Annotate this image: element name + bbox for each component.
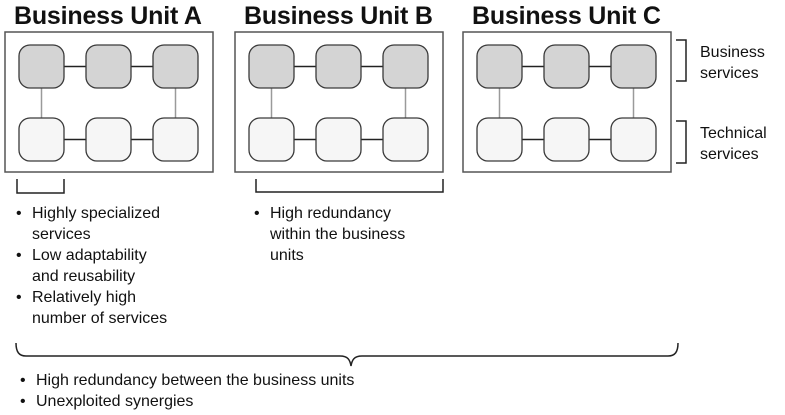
business-service-node: [610, 44, 657, 89]
note-text: Highly specialized services: [32, 205, 161, 243]
overall-notes: High redundancy between the business uni…: [18, 370, 518, 412]
all-units-brace: [15, 342, 679, 367]
unit-c-title: Business Unit C: [472, 2, 661, 30]
business-service-node: [85, 44, 132, 89]
note-item: Relatively high number of services: [14, 287, 214, 329]
technical-service-node: [315, 117, 362, 162]
business-services-label: Business services: [700, 44, 765, 82]
unit-a-notes: Highly specialized services Low adaptabi…: [14, 203, 214, 329]
technical-service-node: [610, 117, 657, 162]
technical-service-node: [85, 117, 132, 162]
unit-a-title: Business Unit A: [14, 2, 202, 30]
note-text: Unexploited synergies: [36, 393, 194, 410]
note-text: High redundancy between the business uni…: [36, 372, 355, 389]
business-service-node: [248, 44, 295, 89]
technical-service-node: [476, 117, 523, 162]
unit-c-panel: [462, 31, 672, 173]
note-item: Unexploited synergies: [18, 391, 518, 412]
business-service-node: [476, 44, 523, 89]
unit-b-panel: [234, 31, 444, 173]
technical-service-node: [18, 117, 65, 162]
unit-a-panel: [4, 31, 214, 173]
business-services-bracket: [676, 39, 687, 82]
business-service-node: [152, 44, 199, 89]
technical-service-node: [382, 117, 429, 162]
business-service-node: [382, 44, 429, 89]
note-text: Relatively high number of services: [32, 289, 168, 327]
technical-service-node: [543, 117, 590, 162]
unit-b-title: Business Unit B: [244, 2, 433, 30]
note-item: Highly specialized services: [14, 203, 214, 245]
note-text: High redundancy within the business unit…: [270, 205, 406, 264]
technical-service-node: [152, 117, 199, 162]
business-service-node: [18, 44, 65, 89]
note-item: High redundancy within the business unit…: [252, 203, 452, 266]
unit-a-column-bracket: [16, 179, 65, 194]
unit-panels: [4, 31, 672, 173]
business-service-node: [543, 44, 590, 89]
note-item: Low adaptability and reusability: [14, 245, 214, 287]
unit-b-bracket: [255, 179, 444, 193]
note-item: High redundancy between the business uni…: [18, 370, 518, 391]
business-service-node: [315, 44, 362, 89]
technical-services-label: Technical services: [700, 125, 767, 163]
technical-services-bracket: [676, 120, 687, 164]
unit-b-notes: High redundancy within the business unit…: [252, 203, 452, 266]
technical-service-node: [248, 117, 295, 162]
note-text: Low adaptability and reusability: [32, 247, 147, 285]
